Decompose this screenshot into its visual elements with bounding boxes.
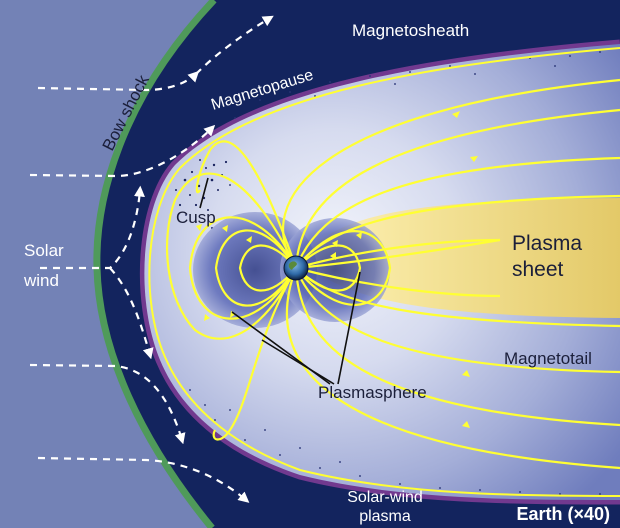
field-line <box>295 230 392 306</box>
magnetosheath-label: Magnetosheath <box>352 21 469 40</box>
solar-wind-plasma-label-line2: plasma <box>359 508 411 525</box>
field-arrow <box>462 370 470 377</box>
field-arrow <box>246 236 252 243</box>
field-line <box>195 140 298 269</box>
field-line <box>294 156 620 269</box>
magnetotail-label: Magnetotail <box>504 349 592 368</box>
field-line <box>166 172 297 340</box>
dashed-arrow-icon <box>109 267 154 360</box>
dashed-arrow-icon <box>40 185 145 270</box>
field-line <box>285 267 620 470</box>
plasmasphere-leader-line <box>261 339 335 385</box>
field-arrow <box>222 225 228 232</box>
solar-wind-plasma-label-line1: Solar-wind <box>347 489 423 506</box>
dashed-arrow-icon <box>29 124 216 178</box>
field-arrow <box>204 314 210 321</box>
plasma-sheet-label-line2: sheet <box>512 258 564 281</box>
field-line <box>212 267 297 441</box>
field-arrow <box>196 224 202 231</box>
field-line <box>295 238 501 270</box>
field-arrow <box>462 421 470 428</box>
field-lines <box>166 78 620 470</box>
field-line <box>214 229 297 307</box>
field-line <box>188 216 297 320</box>
field-line <box>282 78 620 269</box>
inner-lobe-right <box>280 218 390 322</box>
dashed-arrow-icon <box>29 363 186 445</box>
plasma-sheet-label-line1: Plasma <box>512 232 582 255</box>
boundary-particles <box>189 51 601 495</box>
magnetopause-boundary-line <box>148 47 620 497</box>
plasmasphere-leader-line <box>337 271 361 385</box>
field-line-arrows <box>196 111 478 428</box>
solar-wind-flow-arrows <box>29 15 274 503</box>
field-arrow <box>330 252 336 260</box>
leader-lines <box>199 177 361 385</box>
dashed-arrow-icon <box>37 456 250 503</box>
field-line <box>294 108 620 269</box>
field-line <box>238 244 297 292</box>
field-line <box>294 267 620 374</box>
field-arrow <box>470 156 478 162</box>
cusp-leader-line <box>199 177 209 209</box>
earth-continent <box>288 261 297 270</box>
field-line <box>295 194 620 269</box>
plasmasphere-label: Plasmasphere <box>318 383 427 402</box>
cusp-particles <box>175 159 231 229</box>
field-line <box>295 266 501 298</box>
earth-globe-icon <box>283 255 309 281</box>
dashed-arrow-icon <box>37 70 200 92</box>
field-line <box>295 267 620 328</box>
field-arrow <box>332 240 338 247</box>
field-arrow <box>230 311 236 318</box>
solar-wind-label-line1: Solar <box>24 241 64 260</box>
cusp-label: Cusp <box>176 208 216 227</box>
field-arrow <box>356 232 362 239</box>
scale-note-label: Earth (×40) <box>516 504 610 524</box>
solar-wind-label-line2: wind <box>23 271 59 290</box>
field-arrow <box>452 111 460 118</box>
field-line <box>294 267 620 427</box>
